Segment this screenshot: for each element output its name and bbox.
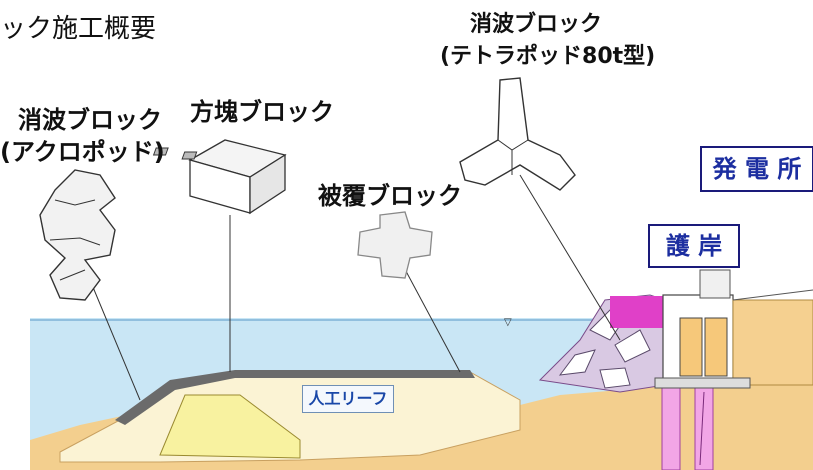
ground-level-line xyxy=(732,289,813,301)
seawall-label: 護 岸 xyxy=(648,224,740,268)
page-title: ック施工概要 xyxy=(0,14,157,44)
reef-core-yellow xyxy=(159,394,301,459)
tetrapod-label-line2: (テトラポッド80t型) xyxy=(440,44,656,69)
accropode-block-icon xyxy=(39,169,116,301)
tetrapod-label-line1: 消波ブロック xyxy=(470,12,603,37)
reef-rock-armor xyxy=(115,370,475,425)
square-block-icon xyxy=(152,139,287,215)
accropode-label-line2: (アクロポッド) xyxy=(0,138,165,166)
leader-accropode xyxy=(89,279,141,401)
leader-armor-block xyxy=(399,259,461,373)
caisson-right-cell xyxy=(704,317,728,377)
backfill-land xyxy=(732,299,813,386)
accropode-label-line1: 消波ブロック xyxy=(18,106,162,134)
artificial-reef-label: 人工リーフ xyxy=(302,385,394,413)
foundation-pile-left xyxy=(661,384,681,470)
seawall-magenta-block xyxy=(610,296,666,328)
caisson-left-cell xyxy=(679,317,703,377)
armor-block-icon xyxy=(357,211,433,279)
square-block-label: 方塊ブロック xyxy=(190,98,334,126)
pile-crack xyxy=(699,391,705,466)
power-station-label: 発 電 所 xyxy=(700,146,813,192)
tetrapod-block-icon xyxy=(459,77,576,191)
water-level-marker: ▽ xyxy=(504,317,512,328)
leader-tetrapod xyxy=(519,174,621,341)
armor-block-label: 被覆ブロック xyxy=(318,182,462,210)
base-slab xyxy=(654,377,751,389)
parapet xyxy=(699,269,731,299)
